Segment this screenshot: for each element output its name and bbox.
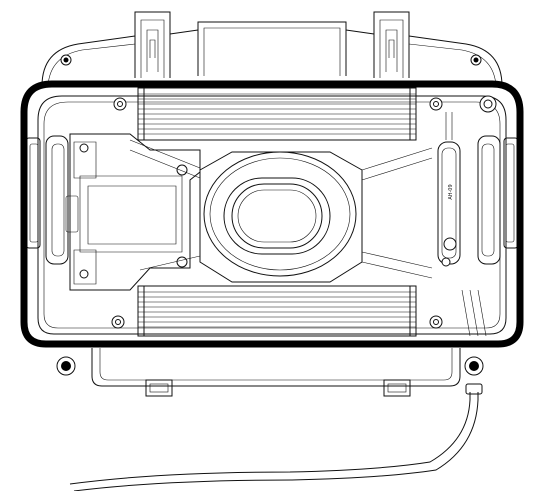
top-heatsink bbox=[137, 87, 417, 141]
main-frame bbox=[20, 80, 524, 348]
top-right-bracket bbox=[373, 11, 410, 78]
top-center-tab bbox=[197, 21, 347, 76]
lamp-reflector bbox=[199, 151, 363, 283]
bottom-left-clip bbox=[145, 379, 173, 397]
right-handle bbox=[477, 135, 501, 265]
bottom-base bbox=[91, 348, 461, 387]
foot-bottom-right bbox=[464, 356, 484, 376]
screw-corner-right bbox=[479, 95, 497, 113]
inner-panel bbox=[37, 95, 507, 335]
screw-top-left bbox=[113, 97, 127, 111]
internal-wires bbox=[445, 112, 487, 337]
foot-bottom-left bbox=[56, 356, 76, 376]
motor-assembly bbox=[65, 133, 201, 291]
connector-label: AH-09 bbox=[448, 184, 454, 199]
outer-shell bbox=[41, 29, 503, 87]
screw-bottom-left bbox=[111, 315, 125, 329]
bottom-right-clip bbox=[383, 379, 411, 397]
bottom-heatsink bbox=[137, 285, 417, 337]
foot-top-left bbox=[60, 54, 72, 66]
left-handle bbox=[45, 135, 69, 265]
screw-bottom-right bbox=[429, 315, 443, 329]
power-cable bbox=[69, 383, 483, 491]
cross-braces bbox=[129, 139, 433, 279]
foot-top-right bbox=[470, 54, 482, 66]
connector-plug: AH-09 bbox=[437, 141, 461, 267]
top-left-bracket bbox=[134, 11, 171, 78]
screw-top-right bbox=[429, 97, 443, 111]
